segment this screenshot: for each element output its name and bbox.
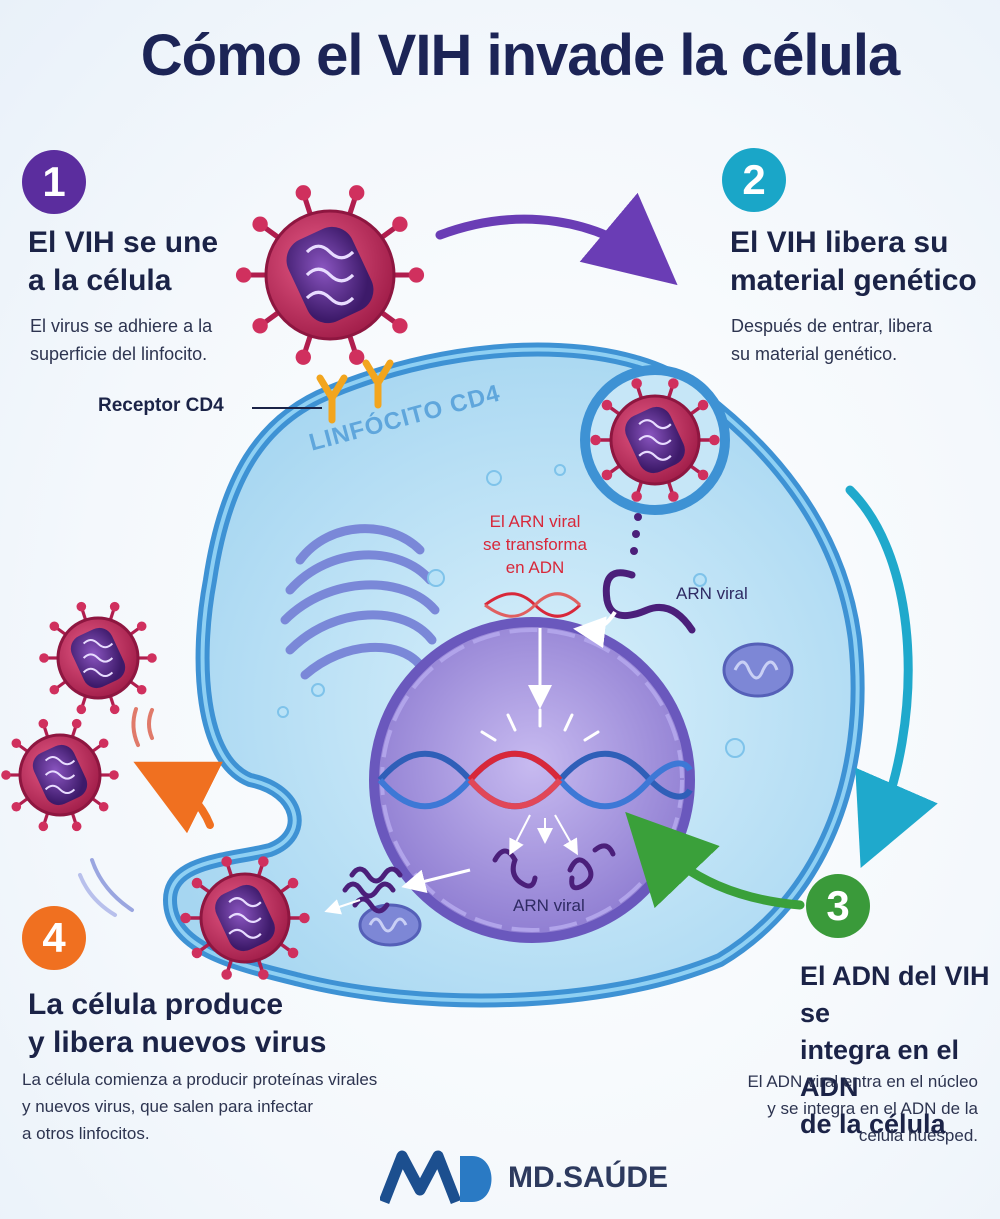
mitochondria: [358, 642, 794, 947]
endosome-virus: [590, 378, 720, 502]
cd4-receptors: [316, 359, 394, 424]
md-monogram-icon: [380, 1150, 492, 1205]
step-4-description: La célula comienza a producir proteínas …: [22, 1070, 378, 1143]
step-2-heading: El VIH libera su material genético: [730, 226, 977, 297]
step2-to-step3-arrow: [845, 485, 938, 869]
vesicles: [277, 464, 745, 758]
rna-exit-arrow-small: [324, 899, 361, 915]
step-2-badge: 2: [722, 148, 786, 212]
nucleus-viral-rna: [492, 843, 616, 891]
step-2-description: Después de entrar, libera su material ge…: [731, 316, 933, 364]
step-4-heading: La célula produce y libera nuevos virus: [28, 988, 327, 1059]
released-virus-1: [39, 601, 157, 715]
motion-lines: [78, 707, 154, 917]
brand-name: MD.SAÚDE: [508, 1161, 669, 1194]
viral-rna-label-top: ARN viral: [676, 584, 748, 603]
viral-rna-label-nucleus: ARN viral: [513, 896, 585, 915]
brand-logo: MD.SAÚDE: [380, 1150, 668, 1206]
page-title: Cómo el VIH invade la célula: [140, 23, 900, 88]
transcribed-dna-strand: [484, 592, 582, 618]
receptor-cd4-label: Receptor CD4: [98, 395, 224, 416]
released-virus-2: [1, 718, 119, 832]
step-4-badge: 4: [22, 906, 86, 970]
step-1-badge: 1: [22, 150, 86, 214]
nucleus: [369, 617, 695, 943]
rna-exit-arrow: [401, 868, 471, 894]
dna-glow-lines: [480, 708, 600, 742]
budding-virus: [180, 856, 310, 980]
step-1-heading: El VIH se une a la célula: [28, 226, 219, 297]
golgi-organelle: [280, 524, 440, 680]
attaching-virus: [235, 185, 425, 365]
step-1-description: El virus se adhiere a la superficie del …: [30, 316, 213, 364]
step4-release-arrow: [133, 761, 223, 834]
step-3-description: El ADN viral entra en el núcleo y se int…: [747, 1072, 978, 1145]
host-dna-helix: [377, 750, 693, 810]
step-3-badge: 3: [806, 874, 870, 938]
nucleus-small-arrows: [509, 814, 578, 856]
step1-to-step2-arrow: [435, 192, 678, 286]
step3-to-nucleus-arrow: [625, 811, 805, 910]
rna-transform-label: El ARN viral se transforma en ADN: [483, 512, 587, 577]
step-3-heading: El ADN del VIH se integra en el ADN de l…: [800, 961, 990, 1139]
